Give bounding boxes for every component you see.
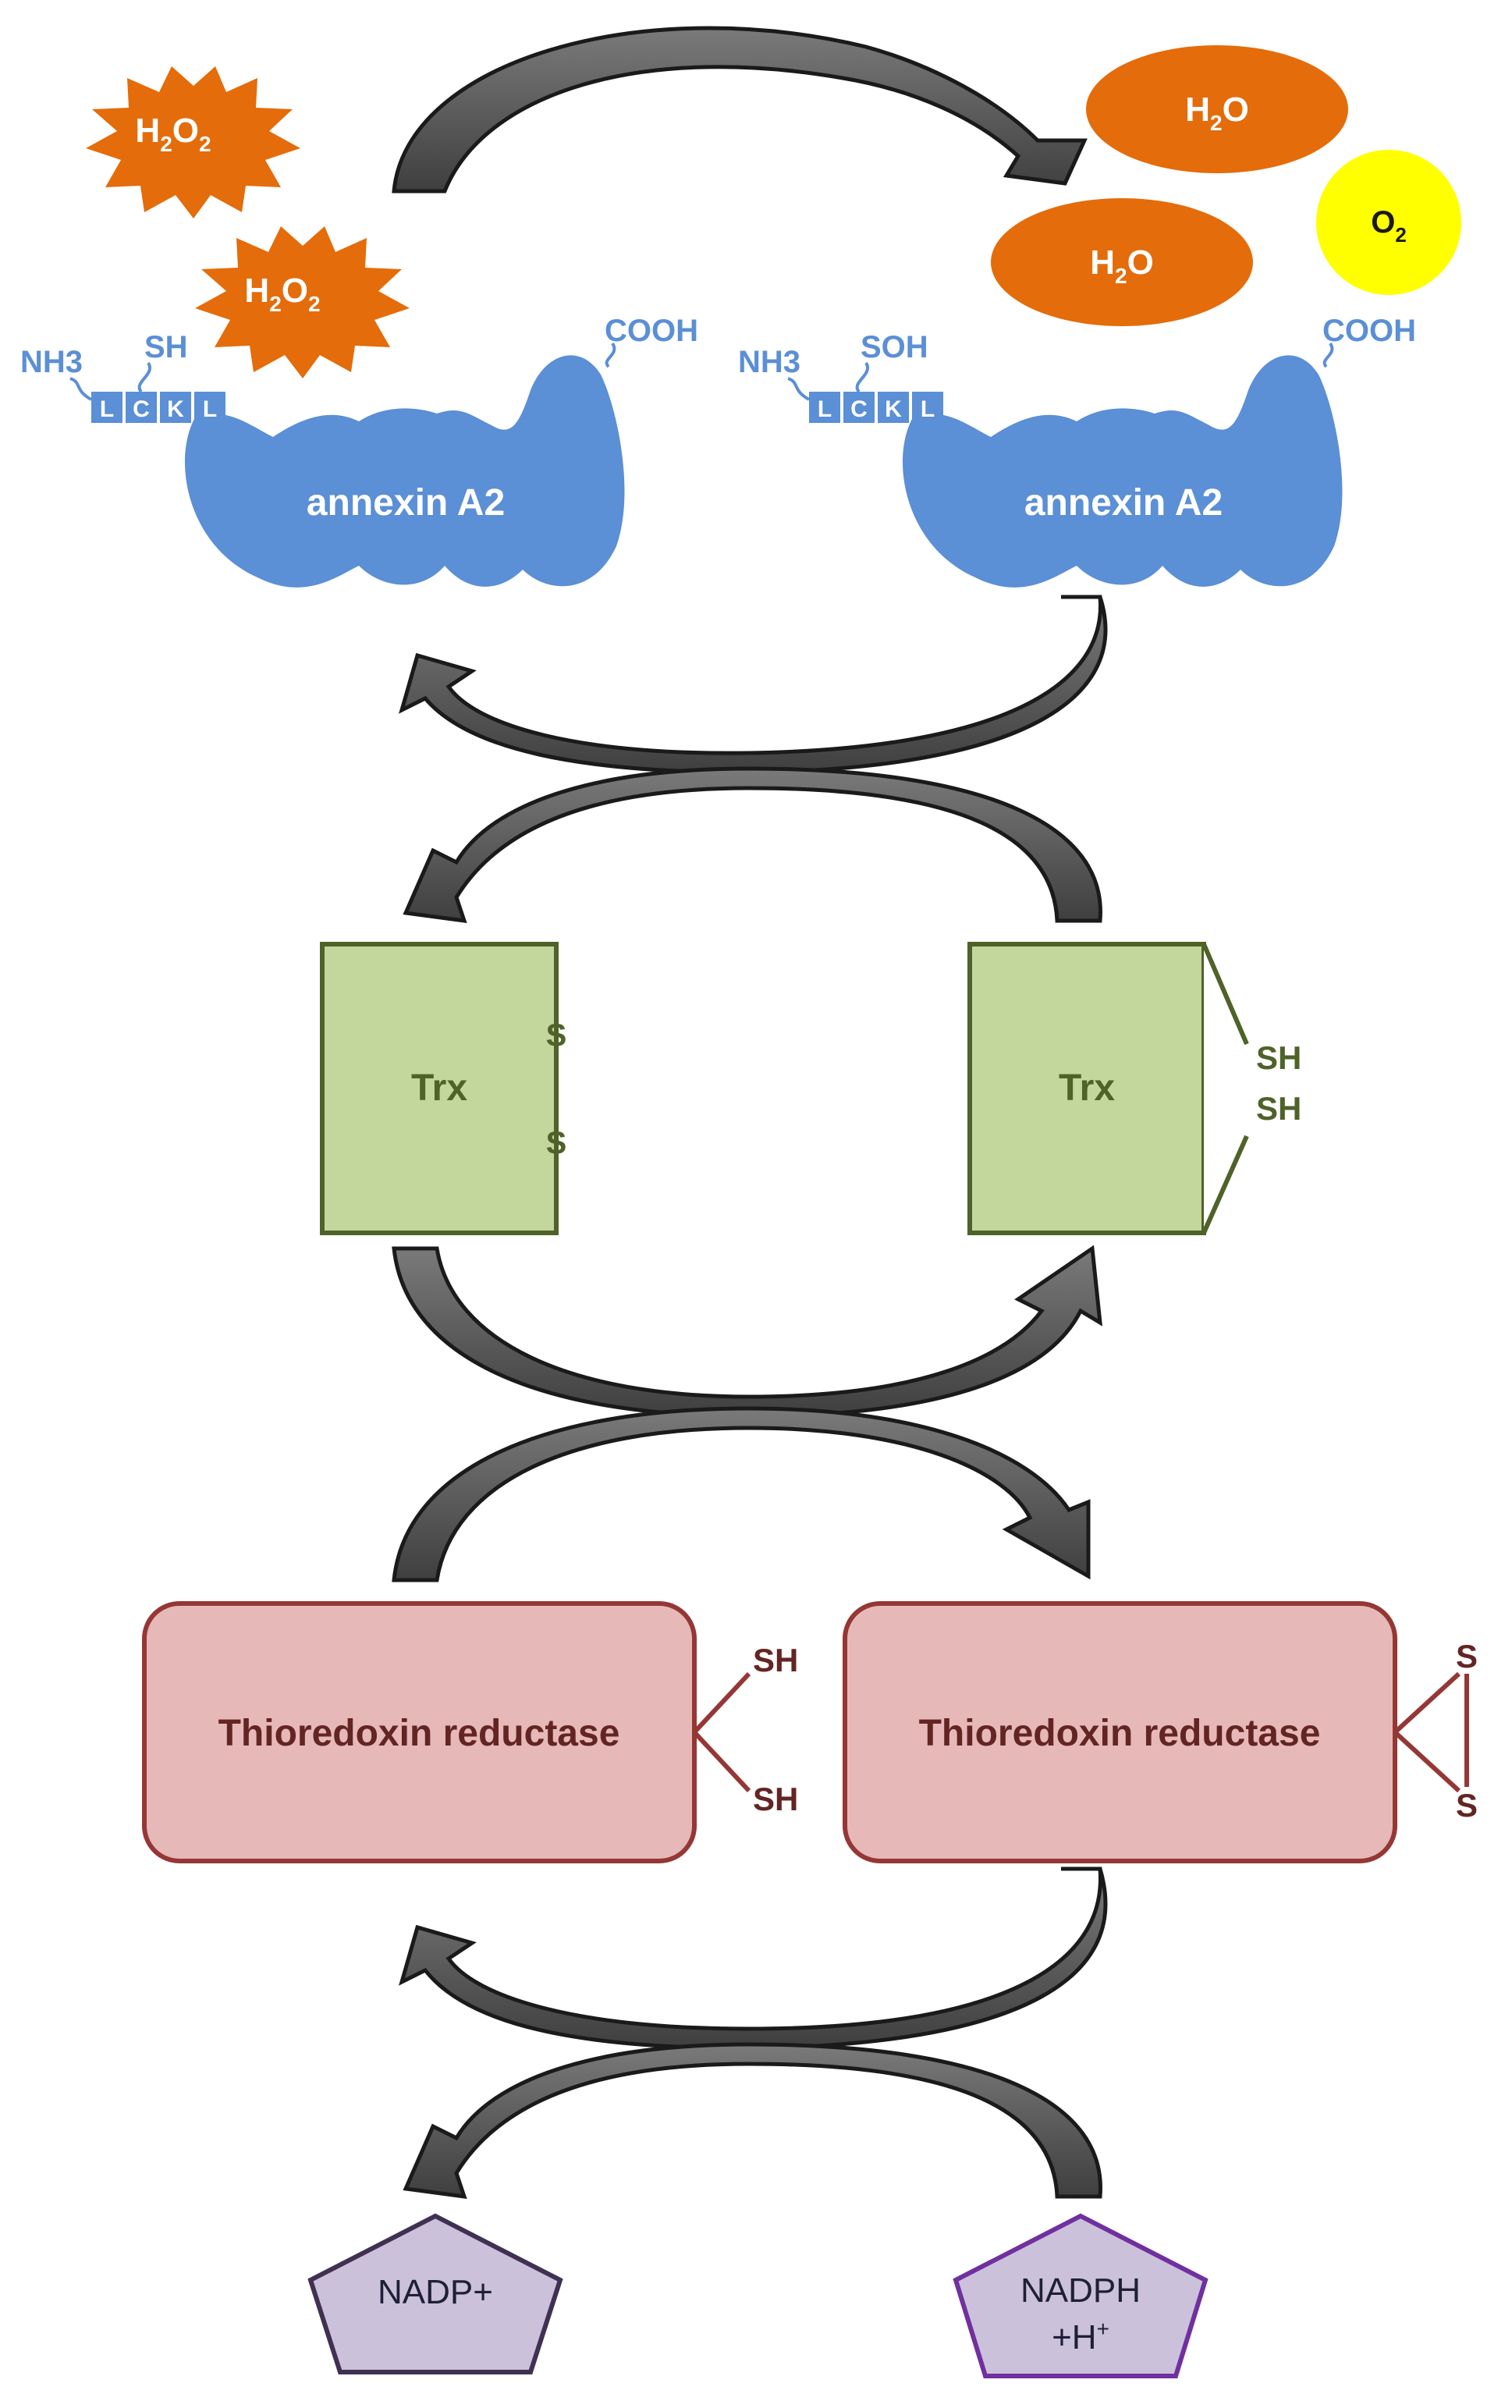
nadph-pentagon: NADPH +H+	[953, 2213, 1209, 2378]
residue-box	[843, 392, 875, 423]
trx-reduced: Trx SH SH	[967, 942, 1301, 1235]
nadph-label-line2: +H+	[1052, 2317, 1109, 2357]
tr-oxidized: Thioredoxin reductase S S	[843, 1601, 1478, 1863]
residue-box	[194, 392, 225, 423]
tr-sh-bottom: SH	[753, 1781, 798, 1817]
annexin-name-left: annexin A2	[307, 482, 505, 524]
thiol-label-left: SH	[144, 330, 188, 364]
h2o2-formula-2: H2O2	[244, 272, 320, 316]
residue-label: L	[818, 396, 832, 422]
h2o2-formula-1: H2O2	[135, 112, 211, 156]
thiol-label-right: SOH	[861, 330, 928, 364]
residue-box	[160, 392, 191, 423]
trx-oxidized: Trx S S	[320, 942, 567, 1235]
h2o-ellipse-2: H2O	[991, 198, 1253, 326]
residue-label: L	[100, 396, 114, 422]
c-terminus-label-left: COOH	[605, 314, 698, 348]
residue-box	[878, 392, 909, 423]
trx-s-top: S	[546, 1018, 567, 1053]
nadph-label-line1: NADPH	[1020, 2271, 1141, 2310]
tr-name-left: Thioredoxin reductase	[218, 1713, 620, 1754]
cycle-arrow-tr-ox-to-red	[399, 1866, 1108, 2051]
nadp-pentagon: NADP+	[307, 2213, 563, 2374]
trx-name-left: Trx	[411, 1067, 467, 1109]
residue-label: C	[850, 396, 868, 422]
residue-label: K	[167, 396, 184, 422]
h2o-formula-1: H2O	[1185, 91, 1249, 135]
tr-s-bottom: S	[1456, 1787, 1478, 1824]
annexin-a2-reduced: annexin A2 L C K L NH3 SH COOH	[20, 314, 698, 588]
annexin-a2-oxidized: annexin A2 L C K L NH3 SOH COOH	[738, 314, 1416, 588]
trx-name-right: Trx	[1059, 1067, 1115, 1109]
residue-box	[912, 392, 943, 423]
cycle-arrow-trx-ox-to-red	[392, 1245, 1103, 1419]
residue-label: K	[885, 396, 902, 422]
trx-sh-bottom: SH	[1256, 1090, 1301, 1127]
residue-box	[91, 392, 122, 423]
n-terminus-label-right: NH3	[738, 345, 800, 379]
trx-sh-top: SH	[1256, 1039, 1301, 1076]
residue-box	[126, 392, 157, 423]
cycle-arrow-nadph-to-nadp	[403, 2042, 1102, 2200]
tr-reduced: Thioredoxin reductase SH SH	[142, 1601, 798, 1863]
tr-name-right: Thioredoxin reductase	[919, 1713, 1321, 1754]
cycle-arrow-trx-red-to-ox	[403, 766, 1102, 924]
residue-label: L	[921, 396, 935, 422]
residue-box	[809, 392, 840, 423]
tr-sh-top: SH	[753, 1642, 798, 1678]
h2o2-burst-2: H2O2	[195, 226, 410, 378]
c-terminus-label-right: COOH	[1322, 314, 1416, 348]
h2o-ellipse-1: H2O	[1086, 45, 1348, 173]
cycle-arrow-tr-red-to-ox	[392, 1406, 1091, 1582]
n-terminus-label-left: NH3	[20, 345, 83, 379]
o2-formula: O2	[1371, 205, 1407, 247]
trx-s-bottom: S	[546, 1126, 567, 1160]
nadp-label: NADP+	[378, 2273, 493, 2311]
cycle-arrow-annexin-ox-to-red	[399, 595, 1108, 775]
tr-s-top: S	[1456, 1638, 1478, 1675]
residue-label: C	[133, 396, 150, 422]
o2-circle: O2	[1316, 150, 1461, 295]
cycle-arrow-h2o2-to-h2o	[392, 26, 1088, 194]
h2o-formula-2: H2O	[1090, 243, 1154, 288]
h2o2-burst-1: H2O2	[86, 66, 300, 218]
residue-label: L	[203, 396, 217, 422]
annexin-name-right: annexin A2	[1024, 482, 1223, 524]
